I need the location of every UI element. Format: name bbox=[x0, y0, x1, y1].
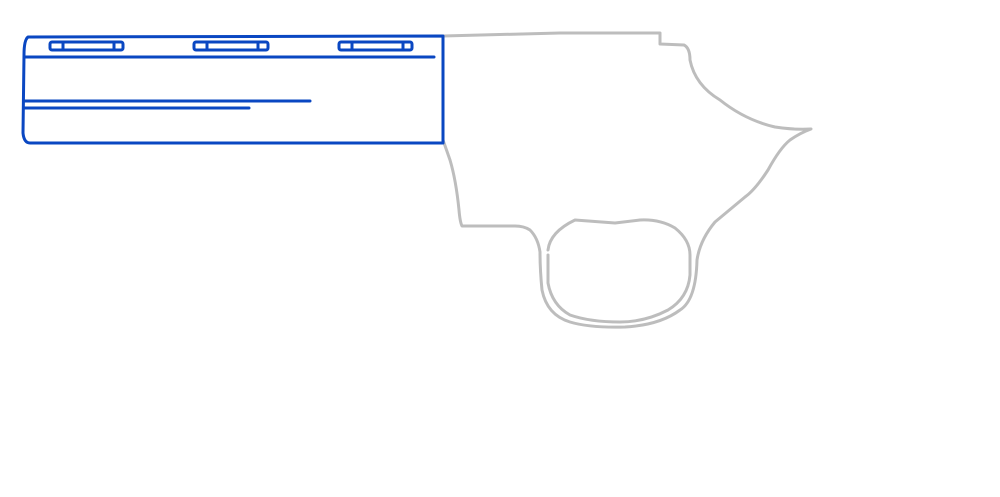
barrel-vent-slot-2 bbox=[192, 40, 270, 52]
frame-outline bbox=[441, 31, 813, 329]
pistol-barrel bbox=[21, 34, 445, 145]
barrel-vent-slot-1 bbox=[48, 40, 125, 52]
barrel-outline bbox=[21, 34, 445, 145]
pistol-frame bbox=[441, 31, 813, 329]
trigger-guard-inner bbox=[546, 218, 692, 324]
barrel-vent-slot-3 bbox=[337, 40, 414, 52]
